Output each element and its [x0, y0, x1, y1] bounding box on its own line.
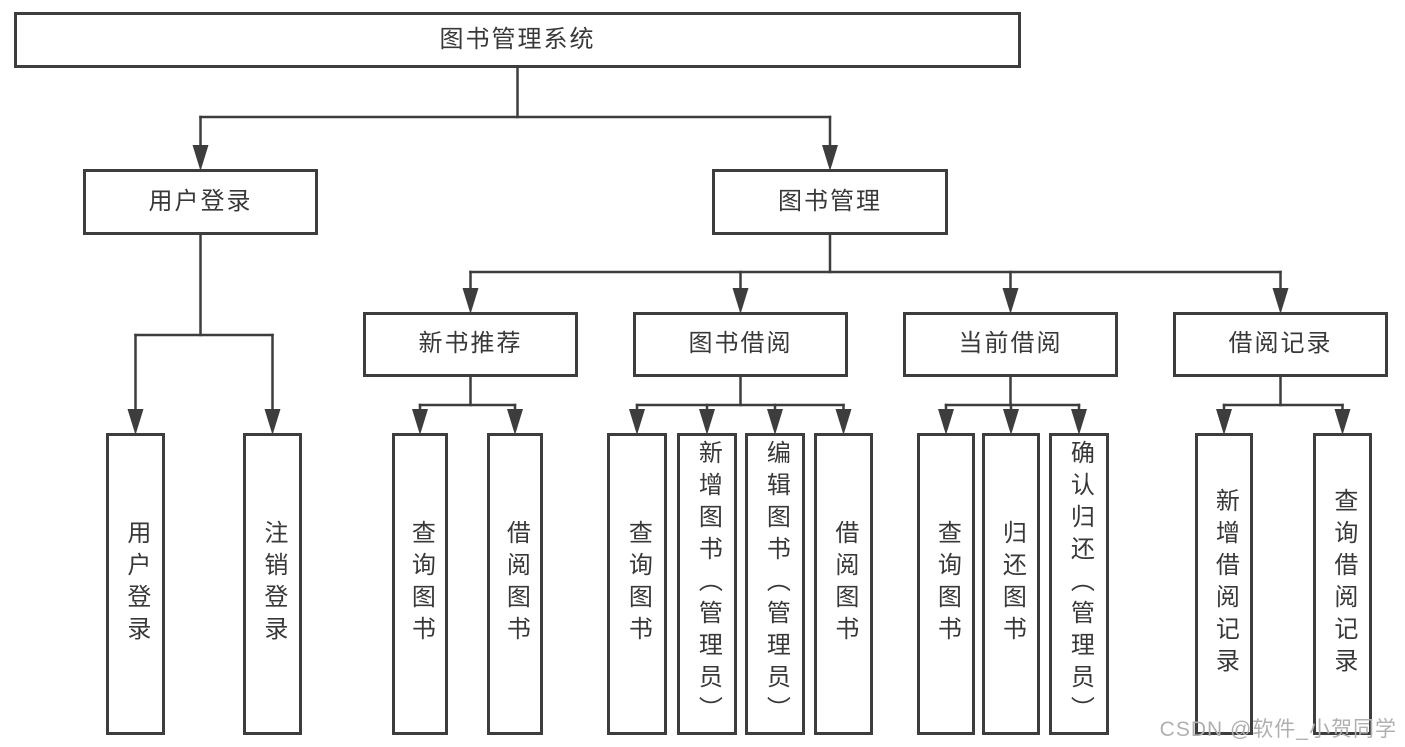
node-leaf-edit-book: 编辑图书（管理员）	[745, 433, 805, 735]
node-leaf-add-borrow-record: 新增借阅记录	[1195, 433, 1253, 735]
node-leaf-confirm-return: 确认归还（管理员）	[1049, 433, 1109, 735]
node-label: 确认归还（管理员）	[1066, 440, 1094, 728]
node-label: 当前借阅	[958, 330, 1063, 358]
node-label: 用户登录	[122, 520, 150, 648]
node-new-book-recommend: 新书推荐	[363, 312, 578, 377]
node-label: 注销登录	[259, 520, 287, 648]
node-label: 新增借阅记录	[1211, 488, 1239, 680]
node-leaf-return-book: 归还图书	[982, 433, 1040, 735]
node-current-borrowing: 当前借阅	[903, 312, 1118, 377]
node-leaf-logout: 注销登录	[243, 433, 302, 735]
node-leaf-add-book: 新增图书（管理员）	[677, 433, 737, 735]
node-book-management: 图书管理	[712, 169, 948, 235]
node-label: 查询图书	[624, 520, 652, 648]
node-label: 查询借阅记录	[1329, 488, 1357, 680]
node-label: 借阅图书	[830, 520, 858, 648]
node-label: 图书管理	[778, 187, 882, 215]
node-label: 用户登录	[148, 187, 253, 215]
node-label: 新增图书（管理员）	[694, 440, 722, 728]
node-label: 编辑图书（管理员）	[762, 440, 790, 728]
node-borrowing-records: 借阅记录	[1173, 312, 1388, 377]
node-label: 借阅图书	[502, 520, 530, 648]
node-book-borrowing: 图书借阅	[633, 312, 848, 377]
node-leaf-query-book-b: 查询图书	[607, 433, 667, 735]
node-label: 借阅记录	[1228, 330, 1333, 358]
node-label: 图书管理系统	[439, 25, 596, 53]
node-leaf-user-login: 用户登录	[106, 433, 165, 735]
node-label: 查询图书	[407, 520, 435, 648]
node-leaf-query-book-a: 查询图书	[392, 433, 448, 735]
node-leaf-borrow-book-a: 借阅图书	[487, 433, 543, 735]
node-label: 新书推荐	[418, 330, 523, 358]
node-leaf-query-book-c: 查询图书	[917, 433, 975, 735]
node-user-login: 用户登录	[83, 169, 318, 235]
node-root: 图书管理系统	[14, 12, 1021, 68]
node-leaf-query-borrow-record: 查询借阅记录	[1313, 433, 1372, 735]
node-label: 查询图书	[933, 520, 961, 648]
node-label: 归还图书	[998, 520, 1026, 648]
node-label: 图书借阅	[688, 330, 793, 358]
node-leaf-borrow-book-b: 借阅图书	[814, 433, 873, 735]
watermark: CSDN @软件_小贺同学	[1159, 718, 1397, 741]
